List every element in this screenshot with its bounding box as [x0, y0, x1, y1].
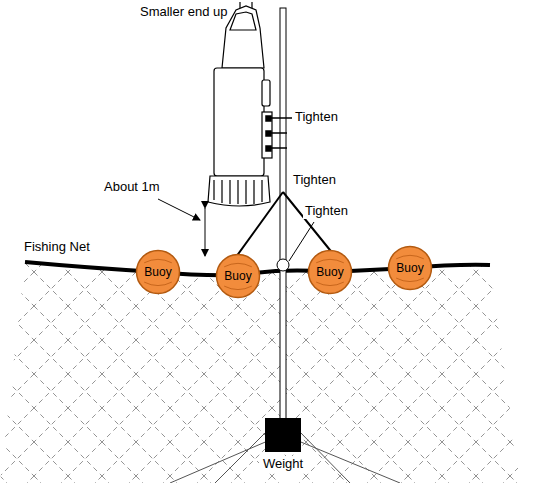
- instruction-label: Smaller end up: [138, 5, 229, 20]
- buoy-label: Buoy: [224, 270, 251, 282]
- part-label: Fishing Net: [22, 240, 92, 255]
- dimension-arrow: [205, 208, 206, 256]
- instruction-label: Tighten: [303, 204, 350, 219]
- buoy: Buoy: [387, 245, 433, 291]
- buoy-label: Buoy: [396, 262, 423, 274]
- leader-arrow: [158, 199, 200, 220]
- clamp-ring: [277, 259, 289, 271]
- buoy: Buoy: [215, 253, 261, 299]
- instruction-label: Tighten: [291, 173, 338, 188]
- device: [208, 2, 272, 206]
- buoy-label: Buoy: [144, 266, 171, 278]
- weight-label: Weight: [259, 456, 308, 471]
- leader-line: [289, 222, 314, 261]
- weight-block: [265, 418, 301, 452]
- buoy: Buoy: [135, 249, 181, 295]
- weight: Weight: [259, 418, 308, 471]
- clamps: [266, 116, 292, 151]
- buoy: Buoy: [307, 249, 353, 295]
- pole: [280, 8, 286, 420]
- instruction-label: Tighten: [293, 110, 340, 125]
- dimension-label: About 1m: [102, 180, 162, 195]
- buoy-label: Buoy: [316, 266, 343, 278]
- net-mesh: [0, 255, 550, 483]
